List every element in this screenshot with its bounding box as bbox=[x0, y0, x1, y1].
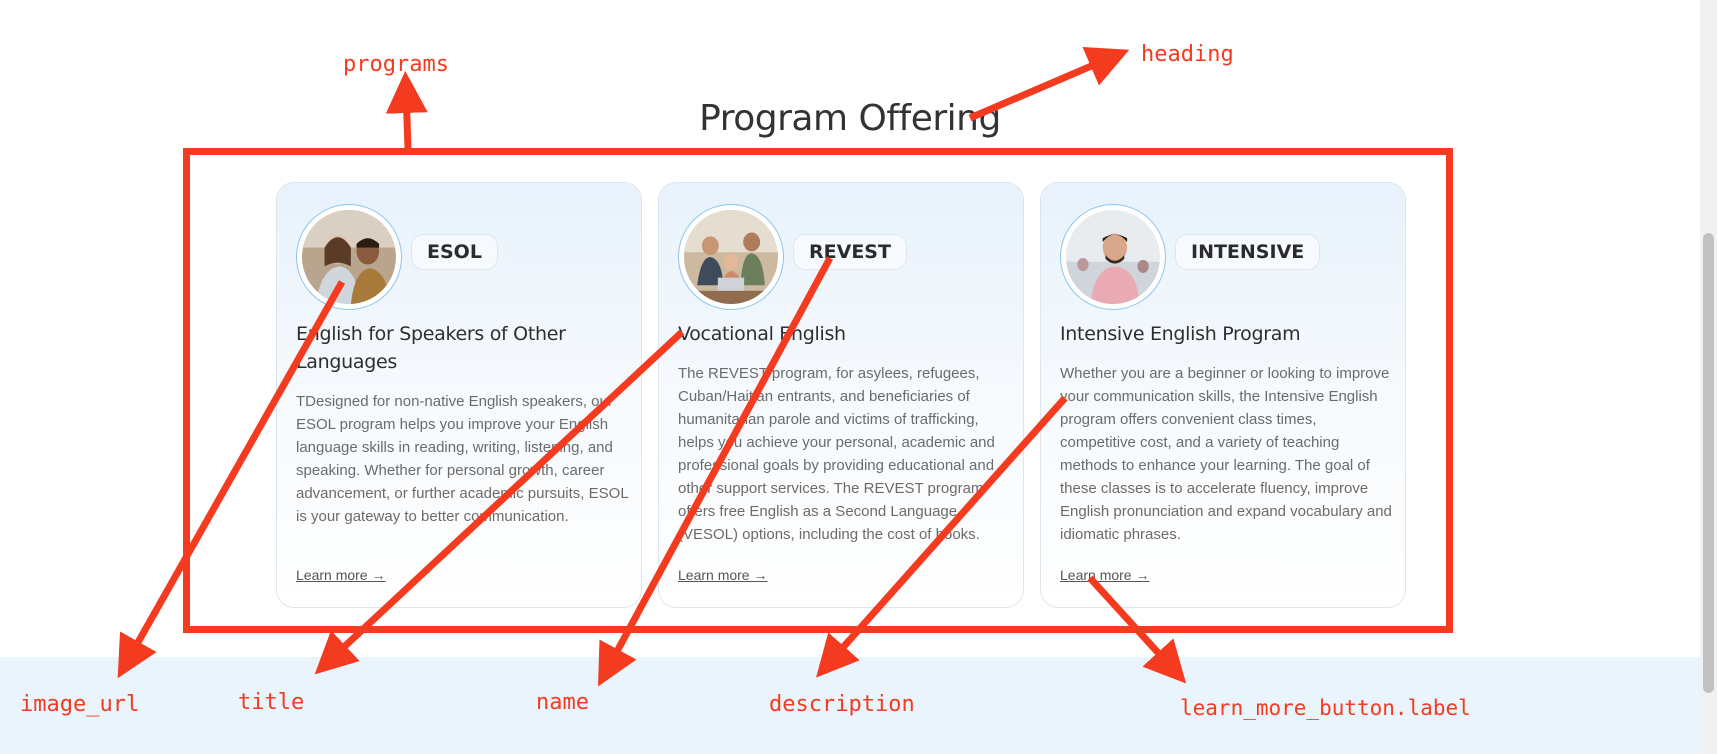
program-name-badge: ESOL bbox=[411, 234, 498, 270]
annotation-description: description bbox=[769, 692, 915, 717]
program-card-intensive: INTENSIVE Intensive English Program Whet… bbox=[1040, 182, 1406, 608]
program-name-badge: INTENSIVE bbox=[1175, 234, 1321, 270]
annotation-heading: heading bbox=[1141, 42, 1234, 67]
annotation-title: title bbox=[238, 690, 305, 715]
program-title: Intensive English Program bbox=[1060, 323, 1301, 345]
annotation-programs: programs bbox=[343, 52, 449, 77]
programs-highlight-box bbox=[183, 148, 1453, 633]
annotation-image-url: image_url bbox=[20, 692, 140, 717]
annotation-learn-more-label: learn_more_button.label bbox=[1180, 696, 1471, 720]
section-heading: Program Offering bbox=[699, 98, 1001, 139]
annotation-name: name bbox=[536, 690, 589, 715]
teacher-photo-icon bbox=[1066, 210, 1160, 304]
program-avatar bbox=[1060, 204, 1166, 310]
program-description: Whether you are a beginner or looking to… bbox=[1060, 365, 1392, 543]
scrollbar-thumb[interactable] bbox=[1703, 233, 1714, 693]
